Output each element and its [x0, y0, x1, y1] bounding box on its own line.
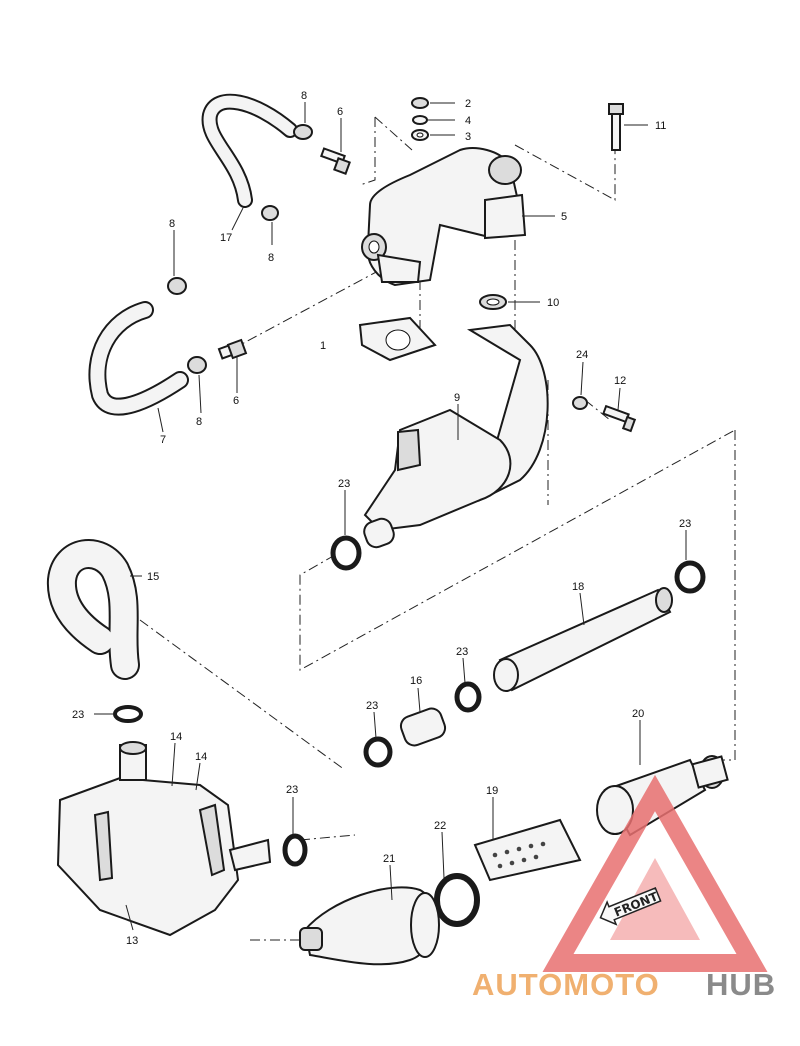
callout-23-pipe: 23 [338, 478, 350, 490]
callout-15: 15 [147, 571, 159, 583]
watermark-text-hub: HUB [706, 967, 776, 1002]
callout-8-mid: 8 [268, 252, 274, 264]
part-1-gasket [358, 316, 437, 362]
callout-18: 18 [572, 581, 584, 593]
callout-8-left: 8 [169, 218, 175, 230]
fitting-6a [320, 147, 351, 175]
part-15-tube [47, 539, 140, 680]
callout-24: 24 [576, 349, 588, 361]
callout-19: 19 [486, 785, 498, 797]
callout-22: 22 [434, 820, 446, 832]
callout-8-upper: 8 [301, 90, 307, 102]
callout-21: 21 [383, 853, 395, 865]
callout-8-lower: 8 [196, 416, 202, 428]
callout-7: 7 [160, 434, 166, 446]
watermark-text-automoto: AUTOMOTO [472, 967, 660, 1002]
callout-23-mid: 23 [366, 700, 378, 712]
part-10-gasket [479, 294, 507, 310]
clamp-23-c [113, 705, 143, 723]
callout-6-upper: 6 [337, 106, 343, 118]
part-16-sleeve [399, 707, 447, 747]
clamp-23-d [454, 681, 482, 713]
bolt-11 [608, 103, 624, 151]
clamp-23-b [674, 560, 706, 594]
part-22-clamp [434, 873, 480, 927]
callout-13: 13 [126, 935, 138, 947]
callout-labels: 2 4 3 11 8 6 5 17 8 8 10 1 24 12 9 7 8 6… [72, 90, 691, 947]
callout-20: 20 [632, 708, 644, 720]
washer-2 [411, 97, 429, 109]
fitting-6b [217, 338, 248, 360]
washer-3 [411, 129, 429, 141]
part-17-hose [201, 93, 298, 208]
callout-4: 4 [465, 115, 471, 127]
part-19-perforated [473, 818, 582, 882]
hose-clamp-8d [187, 356, 207, 374]
callout-9: 9 [454, 392, 460, 404]
washer-4 [412, 115, 428, 125]
callout-23-right: 23 [679, 518, 691, 530]
callout-23-left: 23 [72, 709, 84, 721]
callout-11: 11 [655, 120, 666, 132]
hose-clamp-8b [261, 205, 279, 221]
callout-17: 17 [220, 232, 232, 244]
clamp-23-f [282, 833, 308, 867]
callout-6-lower: 6 [233, 395, 239, 407]
washer-24 [572, 396, 588, 410]
part-13-muffler [56, 741, 272, 937]
callout-12: 12 [614, 375, 626, 387]
callout-23-short: 23 [456, 646, 468, 658]
leader-lines [94, 102, 687, 931]
clamp-23-e [363, 736, 393, 768]
callout-1: 1 [320, 340, 326, 352]
part-5-manifold [361, 147, 527, 287]
part-18-pipe [493, 587, 673, 692]
callout-23-muffler: 23 [286, 784, 298, 796]
callout-14-a: 14 [170, 731, 182, 743]
hose-clamp-8c [167, 277, 187, 295]
hose-clamp-8a [293, 124, 313, 140]
part-7-hose [88, 301, 189, 416]
watermark-text: AUTOMOTO HUB [472, 967, 776, 1002]
callout-16: 16 [410, 675, 422, 687]
callout-10: 10 [547, 297, 559, 309]
callout-3: 3 [465, 131, 471, 143]
part-21-coupling [299, 886, 440, 966]
part-9-exhaust-pipe [363, 323, 549, 549]
bolt-12 [602, 404, 637, 433]
callout-14-b: 14 [195, 751, 207, 763]
callout-2: 2 [465, 98, 471, 110]
watermark-triangle-outer [542, 774, 768, 972]
clamp-23-a [330, 535, 362, 571]
callout-5: 5 [561, 211, 567, 223]
